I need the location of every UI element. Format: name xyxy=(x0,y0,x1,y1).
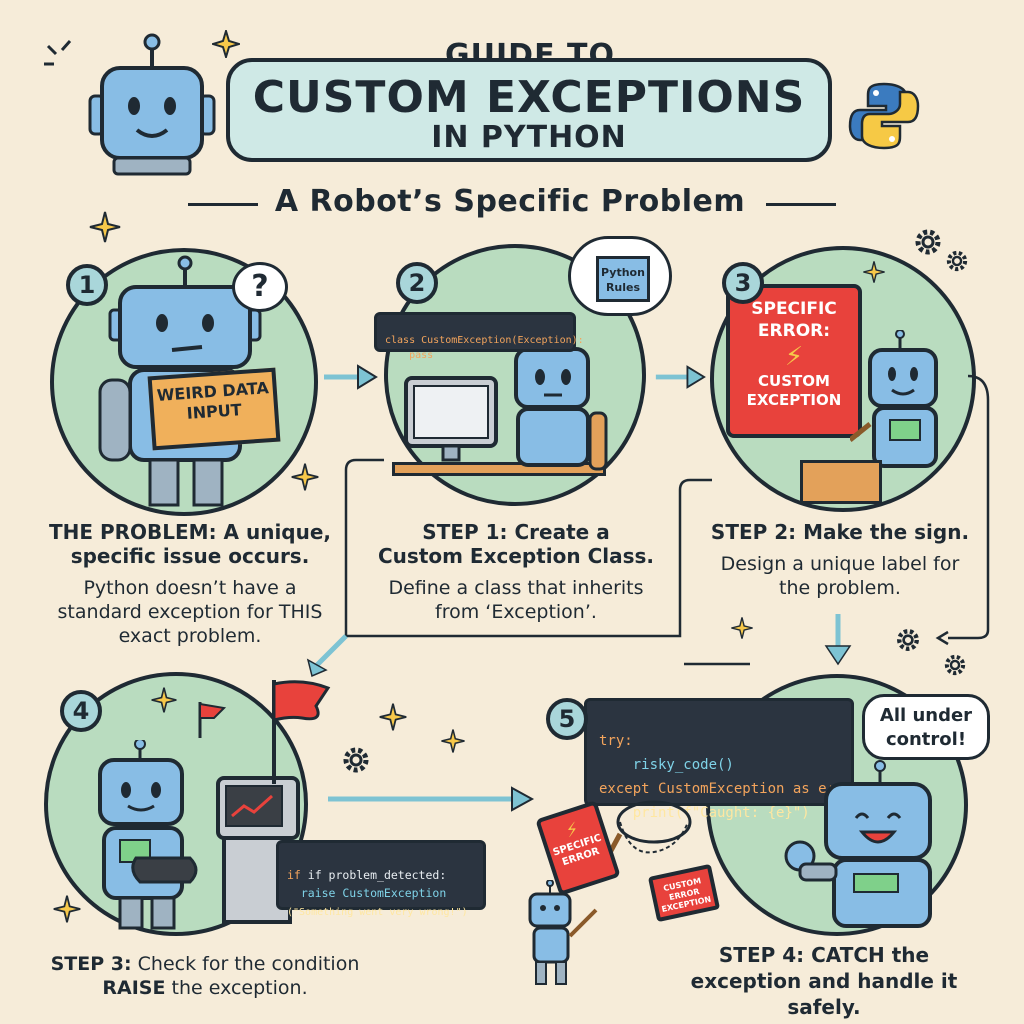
lightning-icon: ⚡ xyxy=(784,342,804,372)
step-4-caption-bold: STEP 3: xyxy=(50,953,132,975)
question-mark: ? xyxy=(251,269,269,304)
bubble-text: All under control! xyxy=(879,705,973,750)
python-logo-icon xyxy=(848,82,920,150)
title-line-2: CUSTOM EXCEPTIONS xyxy=(252,72,806,123)
happy-robot-icon xyxy=(784,760,932,928)
code-text: if problem_detected: xyxy=(307,868,447,882)
try-except-code-snippet: try: risky_code() except CustomException… xyxy=(584,698,854,821)
computer-monitor-icon xyxy=(404,376,498,462)
all-under-control-bubble: All under control! xyxy=(862,694,990,760)
sparkle-icon xyxy=(863,261,885,283)
gear-icon xyxy=(343,747,369,773)
step-1-number: 1 xyxy=(66,264,108,306)
step-4-caption: STEP 3: Check for the condition RAISE th… xyxy=(20,952,390,1000)
arrow-icon xyxy=(655,365,706,389)
card-label: CUSTOM ERROR EXCEPTION xyxy=(660,876,713,914)
step-2-caption-body: Define a class that inherits from ‘Excep… xyxy=(388,577,644,623)
sparkle-icon xyxy=(151,687,177,713)
subtitle-rule-left xyxy=(188,203,258,206)
step-3-number: 3 xyxy=(722,262,764,304)
step-1-caption-title: THE PROBLEM: A unique, specific issue oc… xyxy=(48,520,332,568)
workbench xyxy=(800,460,882,504)
code-line: except CustomException as e: xyxy=(599,781,836,797)
small-flag-icon xyxy=(198,702,227,738)
step-4-number: 4 xyxy=(60,690,102,732)
book-label: Python Rules xyxy=(601,266,645,294)
sign-title: SPECIFIC ERROR: xyxy=(751,299,837,341)
arrow-icon xyxy=(324,364,378,390)
sparkle-icon xyxy=(44,40,72,66)
step-3-caption: STEP 2: Make the sign. Design a unique l… xyxy=(710,520,970,600)
step-5-number: 5 xyxy=(546,698,588,740)
code-line: class CustomException(Exception): xyxy=(385,335,584,346)
step-4-caption-line2: RAISE the exception. xyxy=(20,976,390,1000)
coder-robot-icon xyxy=(514,347,608,471)
step-1-caption-body: Python doesn’t have a standard exception… xyxy=(57,577,323,647)
sparkle-icon xyxy=(379,703,407,731)
step-5-caption: STEP 4: CATCH the exception and handle i… xyxy=(664,942,984,1020)
subtitle: A Robot’s Specific Problem xyxy=(274,184,746,219)
title-banner: CUSTOM EXCEPTIONS IN PYTHON xyxy=(226,58,832,162)
sparkle-icon xyxy=(291,463,319,491)
sparkle-icon xyxy=(731,617,753,639)
sparkle-icon xyxy=(212,30,240,58)
code-line: pass xyxy=(385,350,434,361)
subtitle-rule-right xyxy=(766,203,836,206)
code-line: risky_code() xyxy=(599,757,734,773)
gear-icon xyxy=(946,250,968,272)
sparkle-icon xyxy=(53,895,81,923)
specific-error-sign: SPECIFIC ERROR: ⚡ CUSTOM EXCEPTION xyxy=(726,284,862,438)
gamer-robot-icon xyxy=(98,740,198,930)
header-robot-icon xyxy=(88,33,216,176)
code-line: print(f"Caught: {e}") xyxy=(599,805,810,821)
red-flag-icon xyxy=(272,680,331,784)
step-4-caption-raise: RAISE xyxy=(102,977,166,999)
code-line: raise CustomException xyxy=(287,886,447,900)
code-line: ("Something went very wrong!") xyxy=(287,907,468,918)
sparkle-icon xyxy=(89,211,121,243)
python-rules-book: Python Rules xyxy=(596,256,650,302)
step-2-caption: STEP 1: Create a Custom Exception Class.… xyxy=(378,520,654,624)
gear-icon xyxy=(915,229,941,255)
step-1-caption: THE PROBLEM: A unique, specific issue oc… xyxy=(40,520,340,648)
step-2-number: 2 xyxy=(396,262,438,304)
step-4-caption-line1: STEP 3: Check for the condition xyxy=(20,952,390,976)
step-2-caption-title: STEP 1: Create a Custom Exception Class. xyxy=(378,520,655,568)
thought-bubble xyxy=(568,236,672,316)
class-code-snippet: class CustomException(Exception): pass xyxy=(374,312,584,361)
terminal-machine-icon xyxy=(216,776,300,924)
code-line: try: xyxy=(599,733,633,749)
question-bubble: ? xyxy=(232,262,288,312)
step-4-caption-text: Check for the condition xyxy=(131,953,360,975)
step-5-caption-title: STEP 4: CATCH the exception and handle i… xyxy=(690,943,958,1019)
step-4-caption-text2: the exception. xyxy=(165,977,308,999)
step-3-caption-title: STEP 2: Make the sign. xyxy=(710,520,970,544)
raise-code-snippet: if if problem_detected: raise CustomExce… xyxy=(276,840,486,918)
painter-robot-icon xyxy=(850,330,938,468)
code-line: if if problem_detected: xyxy=(287,868,447,882)
sparkle-icon xyxy=(441,729,465,753)
sign-subtitle: CUSTOM EXCEPTION xyxy=(746,372,842,409)
title-line-3: IN PYTHON xyxy=(431,120,627,155)
gear-icon xyxy=(897,629,919,651)
step-3-caption-body: Design a unique label for the problem. xyxy=(720,553,960,599)
arrow-icon xyxy=(328,786,535,812)
gear-icon xyxy=(944,654,966,676)
small-robot-icon xyxy=(528,880,598,985)
